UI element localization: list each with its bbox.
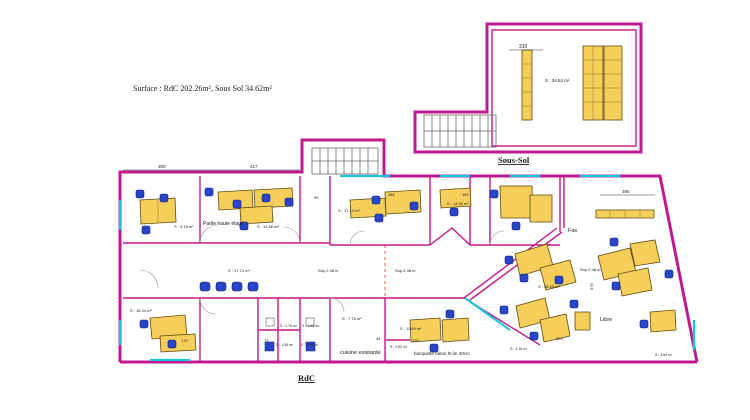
room-area-r18: S : 1.16 m²: [510, 347, 528, 351]
dim-576: 576: [589, 283, 594, 290]
room-area-r8: Sup 2.48 m: [580, 267, 601, 272]
room-area-sous-sol: S : 34.62 m²: [545, 78, 570, 83]
dim-310: 310: [519, 44, 528, 50]
room-area-r13: S : 1.55 m²: [276, 343, 294, 347]
dim-370: 370: [412, 338, 419, 343]
label-fax: Fax: [568, 228, 577, 234]
room-area-r17: S : 0.62 m²: [390, 345, 408, 349]
basement-stairs: [423, 114, 497, 148]
dim-326: 326: [556, 336, 563, 341]
basement-shelving: [521, 45, 623, 121]
room-area-r12: S : 1.93 m²: [302, 324, 320, 328]
dim-44: 44: [376, 336, 381, 341]
room-area-r4: S : 14.59 m²: [447, 201, 469, 206]
rdc-title: RdC: [298, 373, 315, 383]
room-area-r2: S : 13.56 m²: [257, 224, 279, 229]
surface-caption: Surface : RdC 202.26m², Sous Sol 34.62m²: [133, 84, 272, 93]
dim-170: 170: [181, 338, 188, 343]
room-area-r1: S : 9.16 m²: [174, 224, 194, 229]
dim-417: 417: [250, 164, 258, 169]
room-area-r7: Sup 2.48 m: [395, 268, 416, 273]
dim-99: 99: [314, 195, 319, 200]
room-area-r5: S : 17.74 m²: [228, 268, 250, 273]
office-furniture: [139, 185, 677, 353]
room-area-r9: S : 38.65 m²: [538, 284, 560, 289]
label-partie-haute: Partie haute étage: [203, 221, 244, 227]
room-area-r15: S : 7.78 m²: [342, 316, 362, 321]
label-cuisine: cuisine existante: [340, 350, 381, 356]
dim-150: 150: [462, 192, 469, 197]
room-area-r16: S : 11.69 m²: [400, 326, 422, 331]
rdc-plan: [118, 138, 699, 364]
sous-sol-plan: 310 S : 34.62 m² Sous-Sol: [413, 22, 643, 165]
label-banquette: banquette béton ht:im 40cm: [414, 351, 470, 356]
dim-73: 73: [264, 338, 269, 343]
dim-382: 382: [388, 192, 395, 197]
room-area-r14: S : 1.53 m²: [301, 343, 319, 347]
room-area-r19: S : 3.64 m²: [655, 353, 673, 357]
label-libre: Libre: [600, 317, 612, 323]
room-area-r6: Sup 2.48 m: [318, 268, 339, 273]
room-area-r10: S : 16.24 m²: [130, 308, 152, 313]
room-area-r3: S : 17.12 m²: [338, 208, 360, 213]
dim-390: 390: [622, 189, 630, 194]
sous-sol-title: Sous-Sol: [498, 155, 530, 165]
ground-stairs: [311, 147, 379, 175]
office-chairs: [135, 187, 674, 353]
dim-300: 300: [158, 164, 166, 169]
room-area-r11: S : 2.76 m²: [280, 324, 298, 328]
